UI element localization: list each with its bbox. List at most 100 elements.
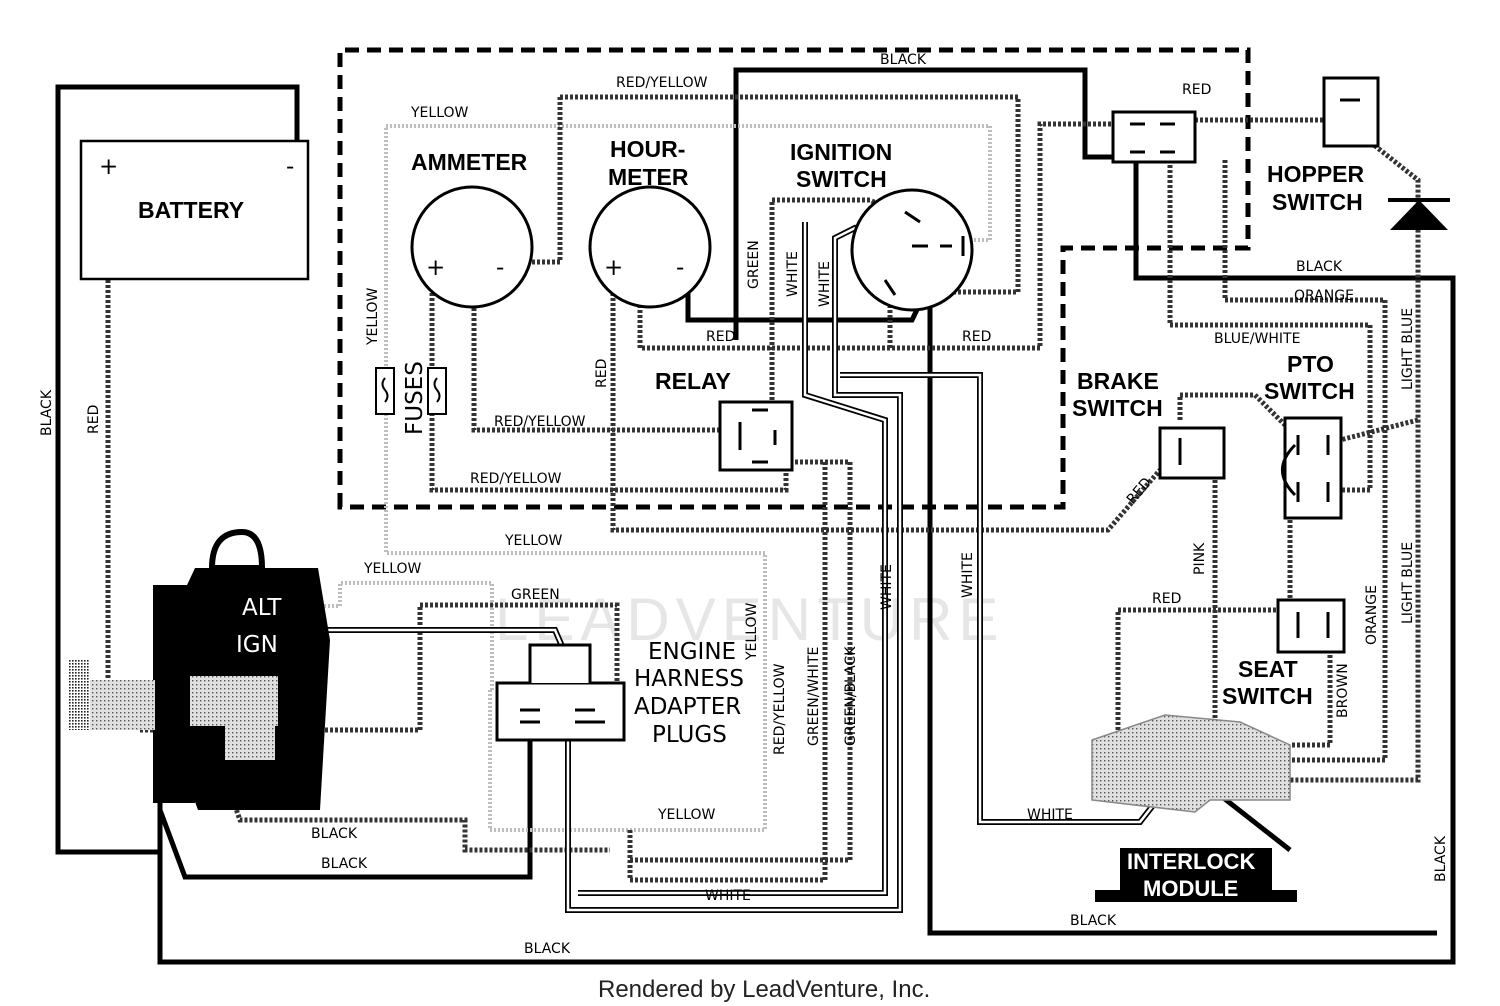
engine-label-1: ENGINE	[648, 639, 736, 665]
wire-label-red-yellow-relay: RED/YELLOW	[494, 414, 586, 430]
engine-label-4: PLUGS	[652, 722, 727, 748]
panel-connector-pins	[1130, 122, 1175, 154]
alternator-block	[68, 528, 330, 810]
pto-pins	[1281, 435, 1330, 502]
seat-label-2: SWITCH	[1222, 683, 1313, 709]
wire-label-red-vertical: RED	[594, 359, 610, 388]
hopper-label-1: HOPPER	[1267, 161, 1365, 187]
wire-label-green-vertical: GREEN	[746, 240, 762, 289]
wire-label-red-yellow-v: RED/YELLOW	[772, 663, 788, 755]
relay-label: RELAY	[655, 368, 731, 394]
interlock-base	[1095, 890, 1297, 902]
diode-icon	[1388, 198, 1450, 230]
engine-label-3: ADAPTER	[634, 694, 741, 720]
pto-label-1: PTO	[1287, 351, 1334, 377]
panel-connector	[1111, 110, 1197, 164]
wire-label-white-v3: WHITE	[879, 564, 895, 610]
engine-harness-pins	[520, 708, 605, 724]
patterned-wires	[105, 94, 1421, 883]
wire-label-red-meter: RED	[706, 329, 735, 345]
footer-credit: Rendered by LeadVenture, Inc.	[598, 976, 930, 1003]
wire-label-green-white: GREEN/WHITE	[806, 647, 822, 746]
wire-label-red-hopper: RED	[1182, 82, 1211, 98]
wire-label-white-v2: WHITE	[817, 261, 833, 307]
wire-label-white-v4: WHITE	[960, 552, 976, 598]
ignition-label-2: SWITCH	[796, 166, 887, 192]
ammeter-gauge	[410, 185, 534, 309]
hopper-label-2: SWITCH	[1272, 189, 1363, 215]
ignition-switch-body	[850, 188, 974, 312]
wire-label-black-interlock: BLACK	[1070, 913, 1117, 929]
ignition-terminals	[883, 210, 965, 296]
wire-label-red-left: RED	[86, 405, 102, 434]
relay-pins	[738, 408, 777, 464]
ammeter-plus: +	[426, 255, 445, 281]
wire-label-red-yellow-low: RED/YELLOW	[470, 471, 562, 487]
ignition-label-1: IGNITION	[790, 139, 892, 165]
hopper-switch-box	[1322, 76, 1380, 148]
hourmeter-gauge	[588, 185, 712, 309]
wire-label-yellow-vertical: YELLOW	[365, 287, 381, 346]
wire-label-white-bottom: WHITE	[705, 888, 751, 904]
wire-label-brown: BROWN	[1335, 663, 1351, 718]
ammeter-label: AMMETER	[411, 149, 528, 175]
wire-labels: BLACK RED/YELLOW YELLOW RED BLACK ORANGE…	[39, 52, 1449, 957]
wire-label-white-interlock: WHITE	[1027, 807, 1073, 823]
wire-label-yellow-top: YELLOW	[410, 105, 469, 121]
hourmeter-plus: +	[604, 255, 623, 281]
wire-label-red-ignition: RED	[962, 329, 991, 345]
ign-label: IGN	[236, 632, 278, 658]
wire-label-light-blue-top: LIGHT BLUE	[1400, 308, 1416, 390]
wire-label-light-blue-low: LIGHT BLUE	[1400, 542, 1416, 624]
battery-box	[79, 139, 310, 281]
brake-switch-box	[1158, 426, 1226, 480]
relay-box	[718, 400, 794, 472]
engine-label-2: HARNESS	[634, 666, 744, 692]
yellow-wires	[320, 124, 992, 832]
wire-label-yellow-bottom: YELLOW	[657, 807, 716, 823]
interlock-label-2: MODULE	[1143, 876, 1238, 901]
hourmeter-label-2: METER	[608, 164, 689, 190]
wire-label-black-right-low: BLACK	[1433, 835, 1449, 882]
watermark-text: LEADVENTURE	[495, 586, 1004, 653]
wire-label-black-left: BLACK	[39, 389, 55, 436]
seat-switch-box	[1276, 598, 1346, 654]
wire-label-orange-low: ORANGE	[1364, 585, 1380, 645]
black-wires	[55, 67, 1456, 965]
pto-switch-box	[1283, 416, 1343, 520]
seat-label-1: SEAT	[1238, 656, 1298, 682]
pto-label-2: SWITCH	[1264, 378, 1355, 404]
wire-label-black-engine-1: BLACK	[311, 826, 358, 842]
fuses-label: FUSES	[402, 361, 428, 435]
wire-label-green-black: GREEN/BLACK	[843, 646, 859, 746]
wire-label-red-seat: RED	[1152, 591, 1181, 607]
brake-label-1: BRAKE	[1077, 368, 1159, 394]
wire-label-yellow-mid: YELLOW	[504, 533, 563, 549]
hourmeter-label-1: HOUR-	[610, 136, 685, 162]
interlock-label-1: INTERLOCK	[1127, 849, 1255, 874]
brake-label-2: SWITCH	[1072, 395, 1163, 421]
alt-label: ALT	[242, 595, 282, 621]
seat-pins	[1296, 612, 1330, 638]
wire-label-black-right: BLACK	[1296, 259, 1343, 275]
wire-label-black-top: BLACK	[880, 52, 927, 68]
engine-harness-plug-top	[528, 643, 592, 683]
wire-label-black-bottom: BLACK	[524, 941, 571, 957]
wire-label-green: GREEN	[511, 587, 560, 603]
battery-minus: -	[286, 154, 294, 180]
ammeter-minus: -	[496, 255, 504, 281]
wire-label-yellow-v-plug: YELLOW	[744, 602, 760, 661]
wire-label-red-yellow-top: RED/YELLOW	[616, 75, 708, 91]
battery-plus: +	[99, 154, 118, 180]
wire-label-pink: PINK	[1192, 542, 1208, 575]
wire-label-yellow-alt: YELLOW	[363, 561, 422, 577]
wire-label-black-engine-2: BLACK	[321, 856, 368, 872]
fuse-icons	[375, 367, 447, 415]
hourmeter-minus: -	[676, 255, 684, 281]
wire-label-orange-top: ORANGE	[1294, 288, 1354, 304]
control-panel-outline	[337, 47, 1251, 510]
interlock-module-body	[1091, 714, 1291, 813]
battery-label: BATTERY	[138, 197, 244, 223]
wire-label-blue-white: BLUE/WHITE	[1214, 331, 1300, 347]
